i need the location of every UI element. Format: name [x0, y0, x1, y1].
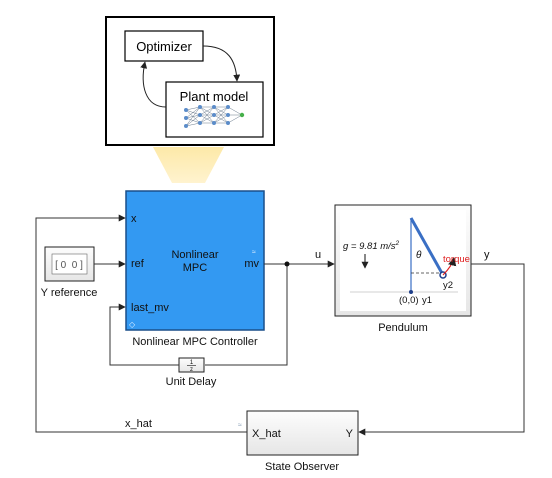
pendulum-pivot: [409, 290, 413, 294]
plant-model-box[interactable]: [165, 81, 264, 138]
unit-delay-block[interactable]: 1 z: [178, 357, 205, 373]
pendulum-y2-label: y2: [443, 280, 453, 291]
unit-delay-caption: Unit Delay: [166, 376, 217, 388]
pendulum-inner: [340, 210, 466, 311]
pendulum-block[interactable]: g = 9.81 m/s2 θ torque y2 (0,0) y1: [334, 204, 472, 317]
mpc-block-body[interactable]: [125, 190, 265, 331]
y-signal-line: [358, 263, 525, 436]
state-observer-caption: State Observer: [265, 461, 339, 473]
mpc-port-last-mv: last_mv: [131, 302, 169, 314]
state-observer-block[interactable]: X_hat Y: [246, 410, 359, 456]
mpc-title-line1: Nonlinear: [171, 249, 218, 261]
optimizer-to-plant-arrow: [202, 45, 241, 82]
signal-lines: [35, 214, 525, 436]
y-reference-caption: Y reference: [41, 287, 98, 299]
signal-label-y: y: [484, 249, 490, 261]
mpc-port-ref: ref: [131, 258, 145, 270]
signal-label-u: u: [315, 249, 321, 261]
pendulum-rod: [409, 217, 445, 276]
branch-point: [284, 261, 290, 267]
signal-label-x-hat: x_hat: [125, 418, 152, 430]
pendulum-y1-label: y1: [422, 295, 432, 306]
mpc-caption: Nonlinear MPC Controller: [132, 336, 258, 348]
projection-beam: [153, 147, 224, 183]
state-observer-body[interactable]: [246, 410, 359, 456]
plant-to-optimizer-arrow: [140, 61, 167, 108]
optimizer-box[interactable]: [124, 30, 204, 62]
optimizer-label: Optimizer: [136, 39, 192, 54]
pendulum-gravity-label: g = 9.81 m/s2: [343, 240, 400, 252]
y-reference-block[interactable]: [ 0 0 ]: [44, 246, 95, 282]
last-mv-line: [109, 303, 179, 366]
mpc-signal-icon: ≈: [252, 249, 256, 256]
y-reference-value: [ 0 0 ]: [55, 260, 83, 271]
pendulum-caption: Pendulum: [378, 322, 428, 334]
y-reference-inner: [51, 253, 88, 275]
optimizer-panel: Optimizer Plant model: [105, 16, 275, 146]
unit-delay-denominator: z: [190, 367, 193, 373]
state-observer-port-out: Y: [346, 428, 354, 440]
state-observer-port-in: X_hat: [252, 428, 281, 440]
torque-label: torque: [443, 254, 470, 265]
observer-signal-icon: ≈: [238, 422, 242, 429]
mpc-corner-icon: ◇: [129, 320, 136, 329]
torque-arrow: [442, 257, 457, 276]
mv-feedback-line: [205, 264, 288, 366]
pendulum-origin-label: (0,0): [399, 295, 419, 306]
neural-network-icon: [184, 105, 245, 128]
x-hat-signal-line: [35, 214, 247, 433]
mpc-title-line2: MPC: [183, 262, 208, 274]
unit-delay-numerator: 1: [190, 360, 194, 366]
mpc-port-mv: mv: [244, 258, 259, 270]
plant-model-label: Plant model: [180, 89, 249, 104]
mpc-port-x: x: [131, 213, 137, 225]
pendulum-theta: θ: [416, 250, 422, 261]
mpc-controller-block[interactable]: Nonlinear MPC x ref last_mv mv ◇ ≈: [125, 190, 265, 331]
